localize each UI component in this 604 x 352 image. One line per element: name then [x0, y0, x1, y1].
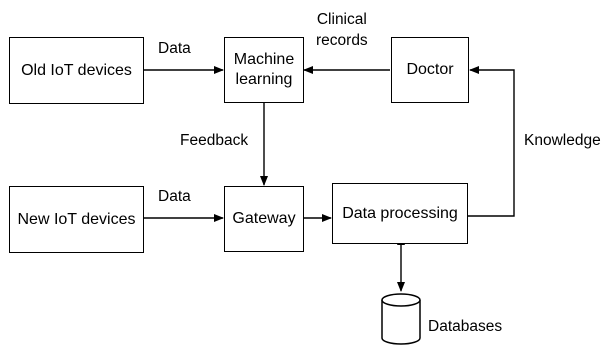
node-machine-learning: Machine learning — [224, 37, 304, 103]
node-doctor: Doctor — [391, 37, 469, 103]
node-gateway: Gateway — [224, 186, 304, 252]
edge-label-data-top: Data — [158, 40, 191, 57]
node-old-iot-devices-label: Old IoT devices — [21, 61, 132, 79]
edge-label-data-bottom: Data — [158, 188, 191, 205]
node-data-processing-label: Data processing — [342, 204, 458, 222]
edge-label-feedback: Feedback — [180, 132, 249, 149]
edge-label-knowledge: Knowledge — [524, 132, 601, 149]
node-old-iot-devices: Old IoT devices — [9, 37, 144, 104]
node-databases-label: Databases — [428, 318, 503, 335]
node-machine-learning-label: Machine learning — [233, 51, 295, 88]
node-new-iot-devices: New IoT devices — [9, 186, 144, 253]
node-data-processing: Data processing — [332, 183, 468, 244]
node-doctor-label: Doctor — [406, 61, 454, 78]
node-new-iot-devices-label: New IoT devices — [17, 210, 136, 228]
node-gateway-label: Gateway — [232, 210, 296, 227]
edge-label-clinical-records: Clinical records — [316, 11, 368, 49]
database-cylinder-icon — [381, 293, 421, 345]
arrow-processing-to-doctor — [468, 66, 515, 217]
